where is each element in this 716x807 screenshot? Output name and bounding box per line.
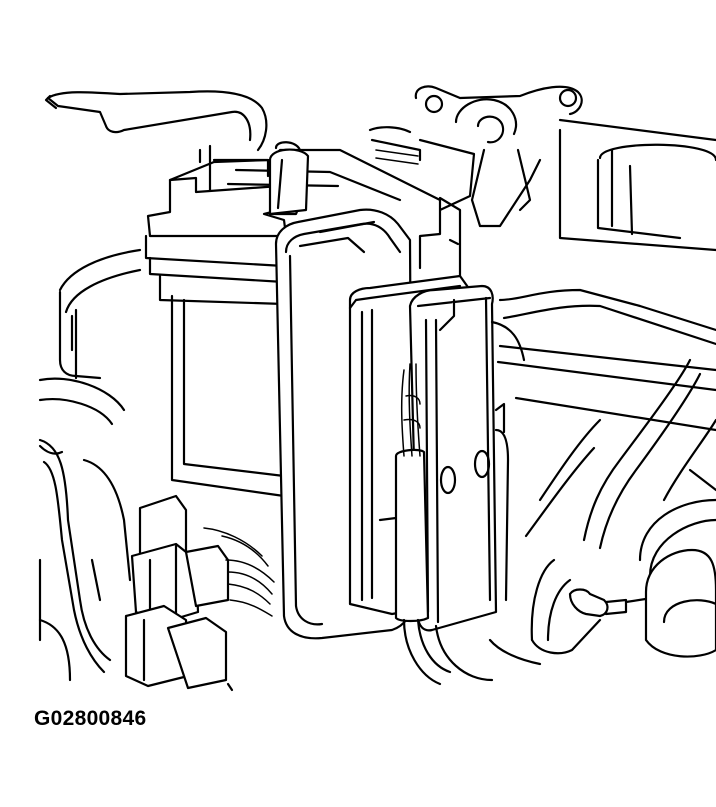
figure-reference-code: G02800846: [34, 707, 147, 730]
coolant-hose: [38, 377, 132, 674]
harness-connector-left: [124, 494, 275, 690]
brake-line-right: [488, 358, 716, 666]
rear-cables: [58, 248, 716, 432]
mounting-strap: [268, 148, 310, 216]
background-lines: [38, 558, 234, 692]
ecu-harness-connector: [348, 274, 498, 632]
hood-bracket: [44, 90, 268, 152]
sensor-assembly: [368, 85, 716, 252]
wire-bundle: [394, 363, 510, 686]
